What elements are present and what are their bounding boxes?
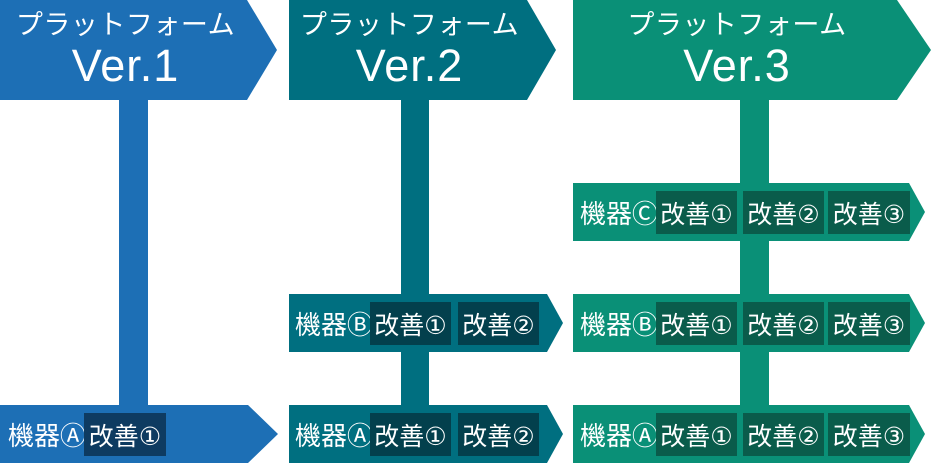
connector-bar (740, 240, 769, 295)
improvement-box: 改善③ (828, 413, 910, 456)
improvement-box: 改善① (370, 302, 451, 345)
improvement-box: 改善① (370, 413, 451, 456)
improvement-box: 改善③ (828, 191, 910, 234)
improvement-box: 改善② (743, 413, 824, 456)
device-label: 機器Ⓒ (580, 198, 659, 229)
improvement-box: 改善② (743, 302, 824, 345)
platform-header-ver1: プラットフォーム Ver.1 (0, 0, 277, 100)
platform-name-label: プラットフォーム (627, 10, 847, 40)
device-row-ver3-a: 機器Ⓐ 改善① 改善② 改善③ (573, 405, 925, 463)
device-row-ver2-a: 機器Ⓐ 改善① 改善② (289, 405, 563, 463)
improvement-box: 改善③ (828, 302, 910, 345)
platform-name-label: プラットフォーム (15, 10, 236, 40)
improvement-box: 改善① (84, 413, 166, 456)
connector-bar (401, 351, 429, 406)
improvement-box: 改善② (458, 413, 539, 456)
device-row-ver2-b: 機器Ⓑ 改善① 改善② (289, 294, 563, 352)
platform-header-ver3: プラットフォーム Ver.3 (573, 0, 931, 100)
platform-header-ver2: プラットフォーム Ver.2 (289, 0, 556, 100)
device-label: 機器Ⓐ (8, 420, 87, 451)
device-label: 機器Ⓑ (580, 309, 659, 340)
version-label: Ver.2 (355, 40, 464, 91)
device-label: 機器Ⓑ (295, 309, 374, 340)
connector-bar (401, 98, 429, 295)
connector-bar (740, 98, 769, 184)
improvement-box: 改善① (656, 413, 737, 456)
version-label: Ver.3 (683, 40, 791, 91)
device-label: 機器Ⓐ (580, 420, 659, 451)
improvement-box: 改善② (743, 191, 824, 234)
improvement-box: 改善② (458, 302, 539, 345)
device-row-ver1-a: 機器Ⓐ 改善① (0, 405, 278, 463)
device-row-ver3-c: 機器Ⓒ 改善① 改善② 改善③ (573, 183, 925, 241)
improvement-box: 改善① (656, 302, 737, 345)
connector-bar (119, 98, 148, 407)
version-label: Ver.1 (71, 40, 180, 91)
device-label: 機器Ⓐ (295, 420, 374, 451)
platform-name-label: プラットフォーム (299, 10, 520, 40)
improvement-box: 改善① (656, 191, 737, 234)
connector-bar (740, 351, 769, 406)
device-row-ver3-b: 機器Ⓑ 改善① 改善② 改善③ (573, 294, 925, 352)
